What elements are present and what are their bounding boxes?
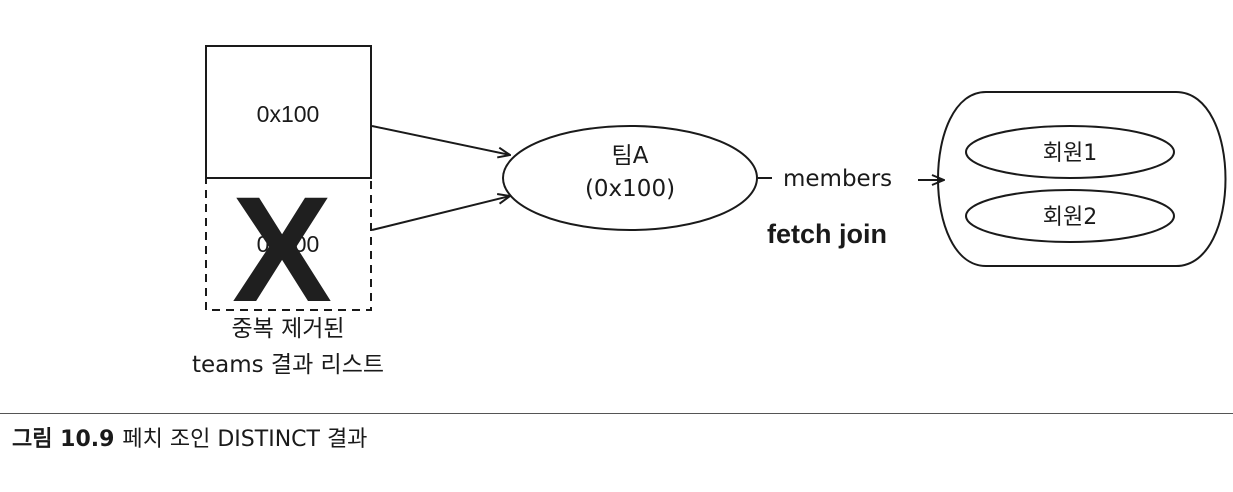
figure-title: 페치 조인 DISTINCT 결과 (122, 427, 368, 452)
team-entity: 팀A (0x100) (502, 125, 758, 231)
arrow-item2-to-team (371, 196, 510, 231)
member-collection: 회원1 회원2 (937, 91, 1227, 267)
list-item-kept: 0x100 (205, 45, 372, 179)
figure-number: 그림 10.9 (12, 427, 115, 452)
team-address: (0x100) (585, 176, 675, 202)
diagram-canvas: 0x100 0x100 X 중복 제거된 teams 결과 리스트 팀A (0x… (192, 45, 1227, 378)
list-item-kept-label: 0x100 (257, 101, 320, 127)
caption-divider (0, 413, 1233, 414)
list-label-line1: 중복 제거된 (231, 316, 344, 342)
team-name: 팀A (612, 143, 649, 169)
list-label-line2: teams 결과 리스트 (192, 352, 384, 378)
member-1-label: 회원1 (1043, 141, 1097, 166)
list-item-removed: 0x100 X (205, 165, 372, 333)
removed-x-mark: X (232, 165, 332, 333)
fetch-join-label: fetch join (767, 219, 887, 249)
member-1 (965, 125, 1175, 179)
member-2 (965, 189, 1175, 243)
member-2-label: 회원2 (1043, 205, 1097, 230)
list-item-removed-label: 0x100 (257, 231, 320, 257)
members-label: members (783, 166, 892, 192)
arrow-item1-to-team (371, 125, 510, 155)
figure-caption: 그림 10.9 페치 조인 DISTINCT 결과 (12, 425, 367, 455)
